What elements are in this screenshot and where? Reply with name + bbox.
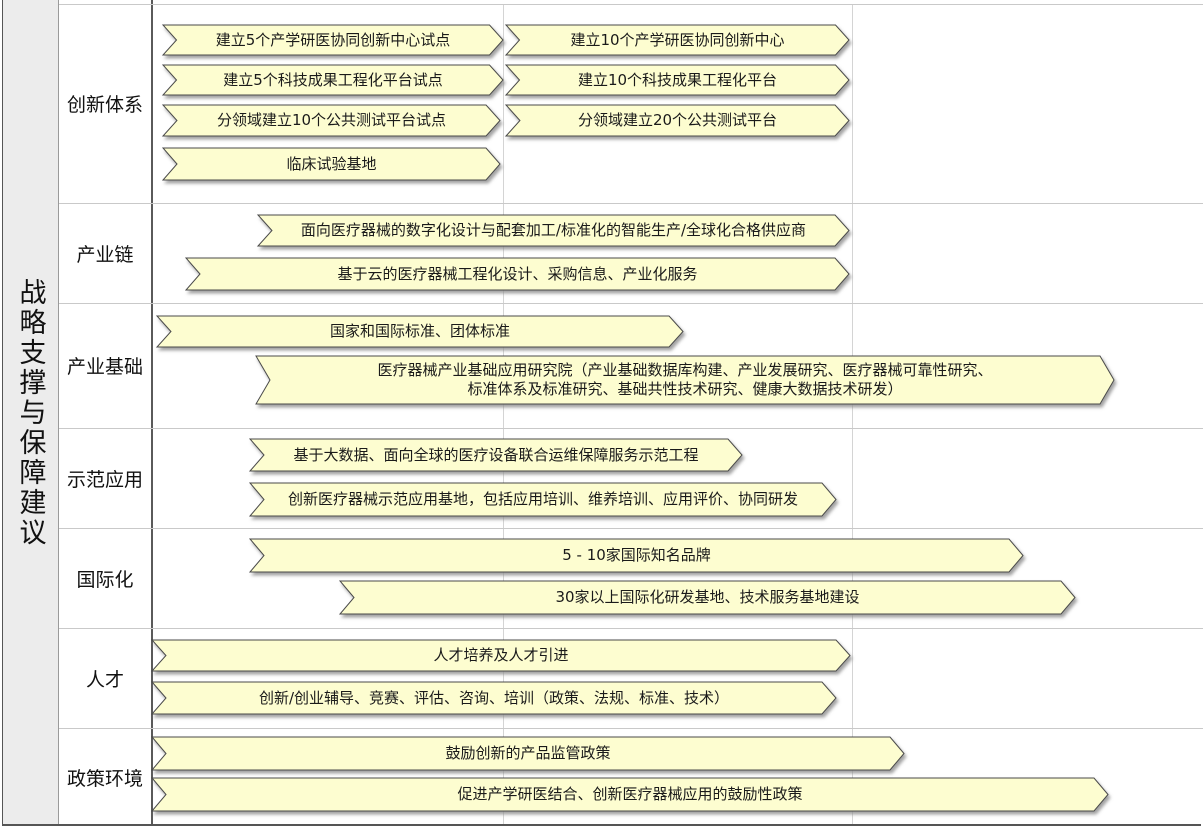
- chevron-arrow: [504, 64, 850, 96]
- chevron-arrow: [255, 355, 1115, 405]
- chevron-arrow: [248, 482, 837, 517]
- vertical-grid-line: [852, 4, 853, 826]
- chevron-arrow: [150, 736, 905, 771]
- chevron-arrow: [161, 147, 501, 181]
- chevron-arrow: [150, 777, 1109, 812]
- left-title-text: 战略支撑与保障建议: [14, 278, 46, 548]
- chevron-arrow: [504, 104, 850, 137]
- chevron-arrow: [150, 681, 837, 715]
- chevron-arrow: [256, 214, 850, 247]
- row-divider-line: [59, 303, 1203, 304]
- chevron-arrow: [161, 64, 504, 96]
- chevron-arrow: [150, 639, 851, 672]
- row-label: 产业基础: [66, 356, 143, 378]
- row-divider-line: [59, 628, 1203, 629]
- chevron-arrow: [504, 24, 850, 56]
- row-label: 国际化: [76, 568, 134, 591]
- row-label: 创新体系: [66, 94, 143, 116]
- chevron-arrow: [161, 24, 504, 56]
- row-divider-line: [59, 528, 1203, 529]
- chevron-arrow: [248, 538, 1024, 573]
- row-divider-line: [59, 428, 1203, 429]
- row-divider-line: [59, 203, 1203, 204]
- left-title-cell: 战略支撑与保障建议: [2, 0, 59, 826]
- row-label: 政策环境: [66, 767, 143, 790]
- chevron-arrow: [248, 438, 743, 472]
- row-divider-line: [59, 728, 1203, 729]
- chevron-arrow: [155, 315, 684, 348]
- row-label: 示范应用: [66, 468, 143, 491]
- row-label: 人才: [85, 668, 124, 691]
- vertical-grid-line: [503, 4, 504, 826]
- row-label: 产业链: [76, 243, 134, 266]
- content-divider-line: [151, 0, 153, 826]
- chevron-arrow: [184, 257, 850, 291]
- row-divider-line: [59, 4, 1203, 5]
- chevron-arrow: [338, 580, 1076, 615]
- category-column: [59, 0, 151, 826]
- chevron-arrow: [161, 104, 501, 137]
